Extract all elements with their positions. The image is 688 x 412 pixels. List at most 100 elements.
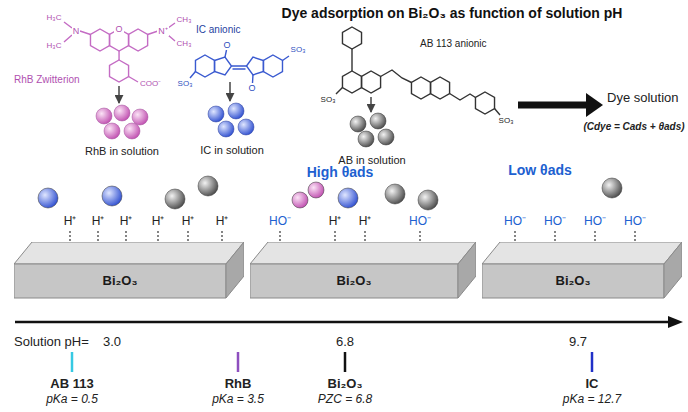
adsorbed-particles — [198, 176, 218, 196]
adsorbed-particles — [102, 186, 122, 206]
rhb-structure — [64, 22, 175, 82]
surface-group: H⁺ — [182, 215, 195, 229]
equation: (Cdye = Cads + θads) — [583, 121, 684, 133]
dye-name: RhB Zwitterion — [14, 74, 80, 86]
slab-face — [226, 242, 244, 298]
atom-label: SO₃ — [498, 116, 515, 125]
marker-value: pKa = 12.7 — [563, 393, 621, 407]
ic-structure — [263, 55, 282, 77]
surface-group: H⁺ — [64, 215, 77, 229]
rhb-structure — [129, 29, 148, 51]
atom-label: SO₃ — [290, 45, 307, 54]
pka-tick — [72, 352, 592, 372]
ab-particles — [358, 131, 374, 147]
adsorbed-particles — [38, 176, 622, 210]
axis-value: 9.7 — [569, 335, 587, 350]
adsorbed-particles — [602, 178, 622, 198]
ab-particles — [350, 113, 394, 147]
ph-axis — [668, 316, 683, 328]
surface-group: H⁺ — [329, 215, 342, 229]
atom-label: O — [222, 40, 231, 50]
axis-value: 3.0 — [103, 335, 121, 350]
slab-shape — [482, 242, 682, 300]
pka-tick — [344, 352, 347, 372]
ab-structure — [431, 77, 450, 99]
rhb-structure — [110, 60, 129, 82]
adsorbed-particles — [165, 189, 185, 209]
ab-structure — [342, 71, 361, 93]
coverage-label: Low θads — [508, 162, 572, 178]
oxide-slab: Bi₂O₃ — [14, 242, 244, 300]
surface-group: HO⁻ — [544, 215, 566, 229]
atom-label: COO⁻ — [139, 79, 162, 88]
atom-label: H₃C — [46, 41, 63, 50]
rhb-particles — [96, 108, 112, 124]
pka-tick — [591, 352, 594, 372]
slab-label: Bi₂O₃ — [103, 274, 138, 289]
slab-shape — [14, 242, 244, 300]
adsorbed-particles — [338, 188, 358, 208]
ic-structure — [190, 50, 289, 83]
ic-particles — [208, 106, 224, 122]
adsorbed-particles — [418, 190, 438, 210]
slab-label: Bi₂O₃ — [337, 274, 372, 289]
ab-particles — [350, 116, 366, 132]
diagram-title: Dye adsorption on Bi₂O₃ as function of s… — [282, 5, 623, 21]
marker-value: pKa = 3.5 — [212, 393, 264, 407]
pka-tick — [71, 352, 74, 372]
slab-face — [14, 264, 226, 298]
marker-name: IC — [586, 377, 599, 392]
surface-group: HO⁻ — [504, 215, 526, 229]
ab-particles — [378, 129, 394, 145]
atom-label: SO₃ — [177, 79, 194, 88]
dye-name: IC anionic — [196, 24, 240, 36]
rhb-particles — [132, 109, 148, 125]
axis-value: 6.8 — [336, 335, 354, 350]
surface-group: H⁺ — [359, 215, 372, 229]
slab-face — [14, 242, 244, 264]
ph-axis — [15, 316, 683, 328]
solution-label: IC in solution — [200, 144, 264, 157]
slab-face — [250, 242, 476, 264]
ic-particles — [218, 121, 234, 137]
adsorbed-particles — [308, 182, 324, 198]
ic-structure — [247, 57, 264, 75]
down-arrow — [118, 86, 120, 103]
process-arrow — [518, 93, 603, 117]
ab-particles — [370, 113, 386, 129]
rhb-particles — [96, 105, 148, 139]
rhb-structure — [90, 29, 109, 51]
rhb-particles — [114, 105, 130, 121]
ic-structure — [190, 50, 289, 83]
slab-shape — [250, 242, 476, 300]
atom-label: SO₃ — [320, 95, 337, 104]
rhb-particles — [104, 123, 120, 139]
ab-structure — [362, 71, 381, 93]
surface-group: H⁺ — [92, 215, 105, 229]
atom-label: O — [114, 24, 123, 34]
down-arrow — [229, 82, 231, 101]
atom-label: CH₃ — [176, 39, 193, 48]
ab-structure — [475, 92, 494, 114]
ab-structure — [336, 27, 500, 115]
marker-name: Bi₂O₃ — [328, 377, 363, 392]
surface-group: H⁺ — [152, 215, 165, 229]
rhb-particles — [124, 123, 140, 139]
surface-group: HO⁻ — [624, 215, 646, 229]
solution-label: RhB in solution — [85, 145, 159, 158]
slab-face — [664, 242, 682, 298]
slab-face — [482, 264, 664, 298]
adsorbed-particles — [38, 188, 58, 208]
atom-label: N — [72, 26, 81, 36]
adsorbed-particles — [385, 184, 405, 204]
slab-label: Bi₂O₃ — [556, 274, 591, 289]
process-arrow — [586, 93, 603, 117]
marker-value: pKa = 0.5 — [46, 393, 98, 407]
process-arrow — [518, 102, 588, 109]
surface-group: H⁺ — [120, 215, 133, 229]
ab-structure — [336, 49, 500, 115]
dye-name: AB 113 anionic — [420, 38, 487, 50]
marker-name: RhB — [225, 377, 252, 392]
